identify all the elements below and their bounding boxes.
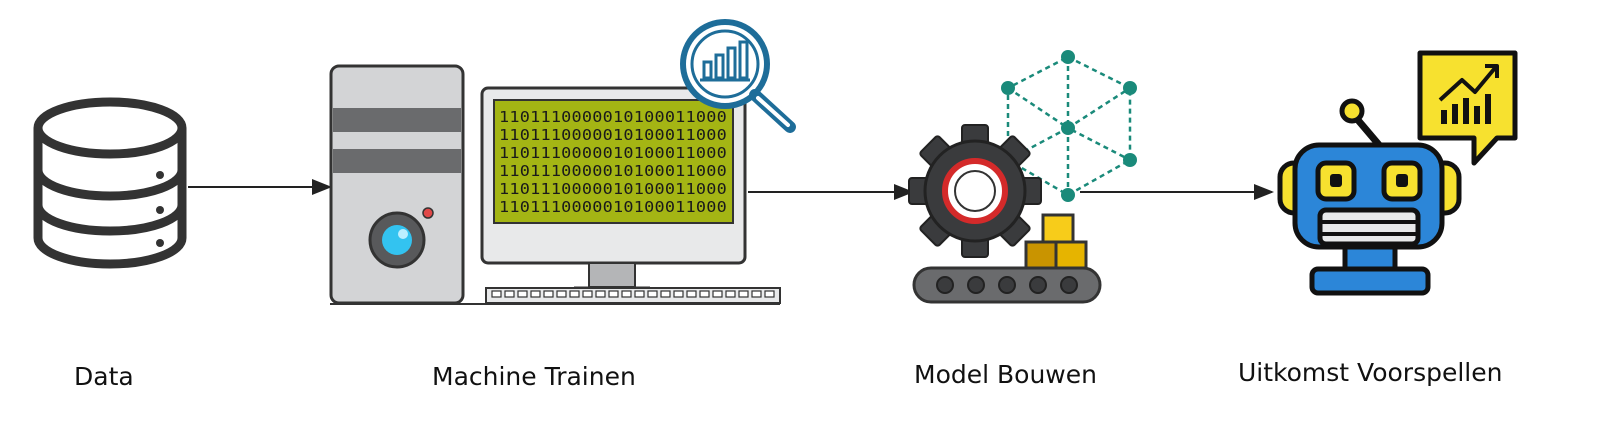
robot-icon xyxy=(1277,98,1462,296)
boxes-icon xyxy=(1024,213,1088,270)
keyboard-key xyxy=(738,290,749,298)
keyboard-key xyxy=(699,290,710,298)
keyboard-key xyxy=(556,290,567,298)
conveyor-belt-icon xyxy=(912,266,1102,304)
keyboard-key xyxy=(764,290,775,298)
binary-line: 1101110000010100011000 xyxy=(499,180,727,198)
binary-line: 1101110000010100011000 xyxy=(499,198,727,216)
monitor-icon xyxy=(480,86,747,290)
binary-screen xyxy=(493,99,734,224)
keyboard-key xyxy=(543,290,554,298)
binary-line: 1101110000010100011000 xyxy=(499,126,727,144)
keyboard-key xyxy=(582,290,593,298)
keyboard-key xyxy=(751,290,762,298)
keyboard-keys xyxy=(491,290,775,298)
keyboard-key xyxy=(686,290,697,298)
binary-line: 1101110000010100011000 xyxy=(499,162,727,180)
keyboard-key xyxy=(660,290,671,298)
keyboard-key xyxy=(504,290,515,298)
keyboard-key xyxy=(634,290,645,298)
step-label-predict: Uitkomst Voorspellen xyxy=(1238,358,1503,387)
keyboard-key xyxy=(491,290,502,298)
keyboard-key xyxy=(569,290,580,298)
keyboard-key xyxy=(608,290,619,298)
keyboard-key xyxy=(647,290,658,298)
binary-line: 1101110000010100011000 xyxy=(499,144,727,162)
keyboard-key xyxy=(621,290,632,298)
computer-tower-icon xyxy=(329,64,465,305)
step-label-data: Data xyxy=(74,362,134,391)
binary-text: 1101110000010100011000110111000001010001… xyxy=(499,108,727,216)
step-label-train: Machine Trainen xyxy=(432,362,636,391)
keyboard-key xyxy=(725,290,736,298)
step-label-model: Model Bouwen xyxy=(914,360,1097,389)
keyboard-key xyxy=(595,290,606,298)
keyboard-key xyxy=(673,290,684,298)
keyboard-key xyxy=(517,290,528,298)
gear-icon xyxy=(908,124,1042,258)
growth-chart-bubble-icon xyxy=(1417,50,1518,166)
keyboard-key xyxy=(530,290,541,298)
magnifier-chart-icon xyxy=(680,19,796,133)
database-icon xyxy=(33,97,187,269)
binary-line: 1101110000010100011000 xyxy=(499,108,727,126)
keyboard-key xyxy=(712,290,723,298)
